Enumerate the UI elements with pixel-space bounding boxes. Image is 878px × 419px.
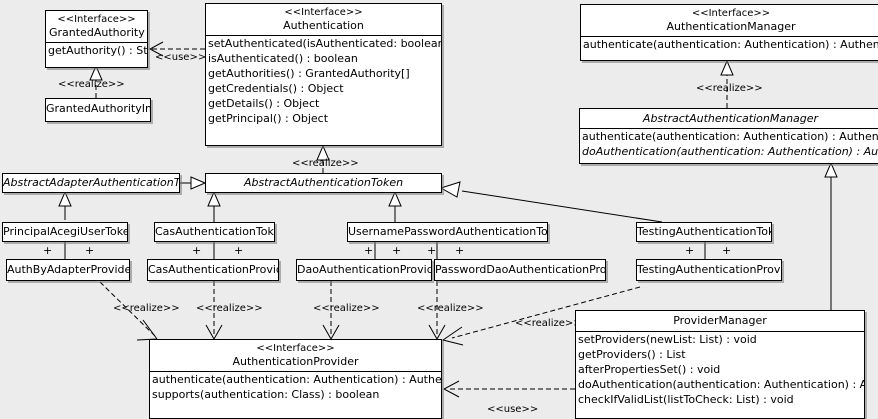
class-name: AuthenticationManager [666,20,796,33]
operation: authenticate(authentication: Authenticat… [583,38,878,51]
class-header: <<Interface>> AuthenticationManager [581,5,878,36]
edge-label-use-bottom: <<use>> [487,404,539,415]
stereotype-label: <<Interface>> [57,14,136,25]
edge-label-realize-p1: <<realize>> [113,303,180,314]
class-name: GrantedAuthority [49,26,145,39]
operation: authenticate(authentication: Authenticat… [152,373,441,386]
operation: doAuthentication(authentication: Authent… [582,145,878,158]
class-name: AuthenticationProvider [232,355,359,368]
operation: doAuthentication(authentication: Authent… [578,378,864,391]
compartment-divider [581,36,878,37]
association-plus: + [85,244,95,257]
class-username-password-authentication-token[interactable]: UsernamePasswordAuthenticationToken [347,222,548,242]
class-abstract-adapter-authentication-token[interactable]: AbstractAdapterAuthenticationToken [2,173,180,193]
arrowhead-realize-provider-4 [428,324,446,341]
arrowhead-extends-adaptertoken [58,190,72,207]
operation: afterPropertiesSet() : void [578,363,721,376]
class-dao-authentication-provider[interactable]: DaoAuthenticationProvider [296,259,432,281]
class-principal-acegi-user-token[interactable]: PrincipalAcegiUserToken [2,222,128,242]
compartment-divider [46,42,147,43]
association-plus: + [234,244,244,257]
arrowhead-use-provider [442,380,460,398]
class-granted-authority-impl[interactable]: GrantedAuthorityImpl [45,98,151,122]
class-password-dao-authentication-provider[interactable]: PasswordDaoAuthenticationProvider [434,259,606,281]
association-plus: + [722,244,732,257]
class-header: <<Interface>> Authentication [206,4,441,35]
operations-compartment: setAuthenticated(isAuthenticated: boolea… [206,36,441,126]
class-name: ProviderManager [673,314,767,327]
operation: supports(authentication: Class) : boolea… [152,388,380,401]
association-plus: + [364,244,374,257]
arrowhead-extends-abstracttoken-upat [388,190,402,207]
edge-label-realize-p3: <<realize>> [313,303,380,314]
arrowhead-realize-grantedauthority [89,64,103,81]
operations-compartment: setProviders(newList: List) : void getPr… [576,332,864,407]
class-provider-manager[interactable]: ProviderManager setProviders(newList: Li… [575,310,865,419]
arrowhead-realize-provider-3 [322,324,340,341]
class-authentication-manager[interactable]: <<Interface>> AuthenticationManager auth… [580,4,878,61]
class-header: AbstractAuthenticationManager [580,109,878,128]
class-header: <<Interface>> GrantedAuthority [46,11,147,42]
class-cas-authentication-provider[interactable]: CasAuthenticationProvider [147,259,279,281]
class-authentication[interactable]: <<Interface>> Authentication setAuthenti… [205,3,442,146]
operation: getPrincipal() : Object [208,112,329,125]
arrowhead-realize-provider-2 [205,324,223,341]
class-abstract-authentication-token[interactable]: AbstractAuthenticationToken [205,173,442,193]
compartment-divider [206,35,441,36]
class-cas-authentication-token[interactable]: CasAuthenticationToken [154,222,275,242]
association-plus: + [192,244,202,257]
arrowhead-realize-provider-5 [441,326,464,346]
compartment-divider [150,371,441,372]
association-plus: + [685,244,695,257]
stereotype-label: <<Interface>> [256,343,335,354]
class-header: ProviderManager [576,311,864,331]
operations-compartment: authenticate(authentication: Authenticat… [581,37,878,52]
association-plus: + [427,244,437,257]
operation: getCredentials() : Object [208,82,344,95]
operation: isAuthenticated() : boolean [208,52,358,65]
class-abstract-authentication-manager[interactable]: AbstractAuthenticationManager authentica… [579,108,878,164]
class-header: <<Interface>> AuthenticationProvider [150,340,441,371]
association-plus: + [455,244,465,257]
operations-compartment: authenticate(authentication: Authenticat… [150,372,441,402]
stereotype-label: <<Interface>> [691,8,771,19]
arrowhead-extends-abstractmanager [824,161,838,178]
edge-label-realize-p5: <<realize>> [515,318,582,329]
class-auth-by-adapter-provider[interactable]: AuthByAdapterProvider [6,259,130,281]
class-name: AbstractAuthenticationManager [642,112,819,125]
arrowhead-realize-authmanager [720,59,734,76]
arrowhead-extends-abstracttoken-cas [207,190,221,207]
edge-label-realize-p2: <<realize>> [196,303,263,314]
arrowhead-extends-abstracttoken-testing [439,181,461,198]
compartment-divider [576,331,864,332]
edge-label-realize-manager: <<realize>> [696,83,763,94]
class-testing-authentication-token[interactable]: TestingAuthenticationToken [636,222,772,242]
operations-compartment: getAuthority() : String [46,43,147,58]
edge-label-realize-p4: <<realize>> [417,303,484,314]
class-testing-authentication-provider[interactable]: TestingAuthenticationProvider [636,259,782,281]
operation: setProviders(newList: List) : void [578,333,757,346]
edge-label-use-top: <<use>> [155,52,207,63]
class-authentication-provider[interactable]: <<Interface>> AuthenticationProvider aut… [149,339,442,419]
association-plus: + [43,244,53,257]
operation: getDetails() : Object [208,97,320,110]
arrowhead-extends-abstracttoken-right [190,176,207,190]
operation: getProviders() : List [578,348,686,361]
arrowhead-realize-provider-1 [136,319,158,341]
operation: setAuthenticated(isAuthenticated: boolea… [208,37,441,50]
stereotype-label: <<Interface>> [284,7,363,18]
operation: checkIfValidList(listToCheck: List) : vo… [578,393,794,406]
class-granted-authority[interactable]: <<Interface>> GrantedAuthority getAuthor… [45,10,148,68]
operation: authenticate(authentication: Authenticat… [582,130,878,143]
operation: getAuthorities() : GrantedAuthority[] [208,67,410,80]
association-plus: + [392,244,402,257]
operation: getAuthority() : String [48,44,147,57]
operations-compartment: authenticate(authentication: Authenticat… [580,129,878,159]
edge-testingtoken-extends-abstracttoken [461,190,663,223]
edge-label-realize-token: <<realize>> [292,158,359,169]
compartment-divider [580,128,878,129]
class-name: Authentication [283,19,364,32]
edge-label-realize-granted: <<realize>> [58,79,125,90]
